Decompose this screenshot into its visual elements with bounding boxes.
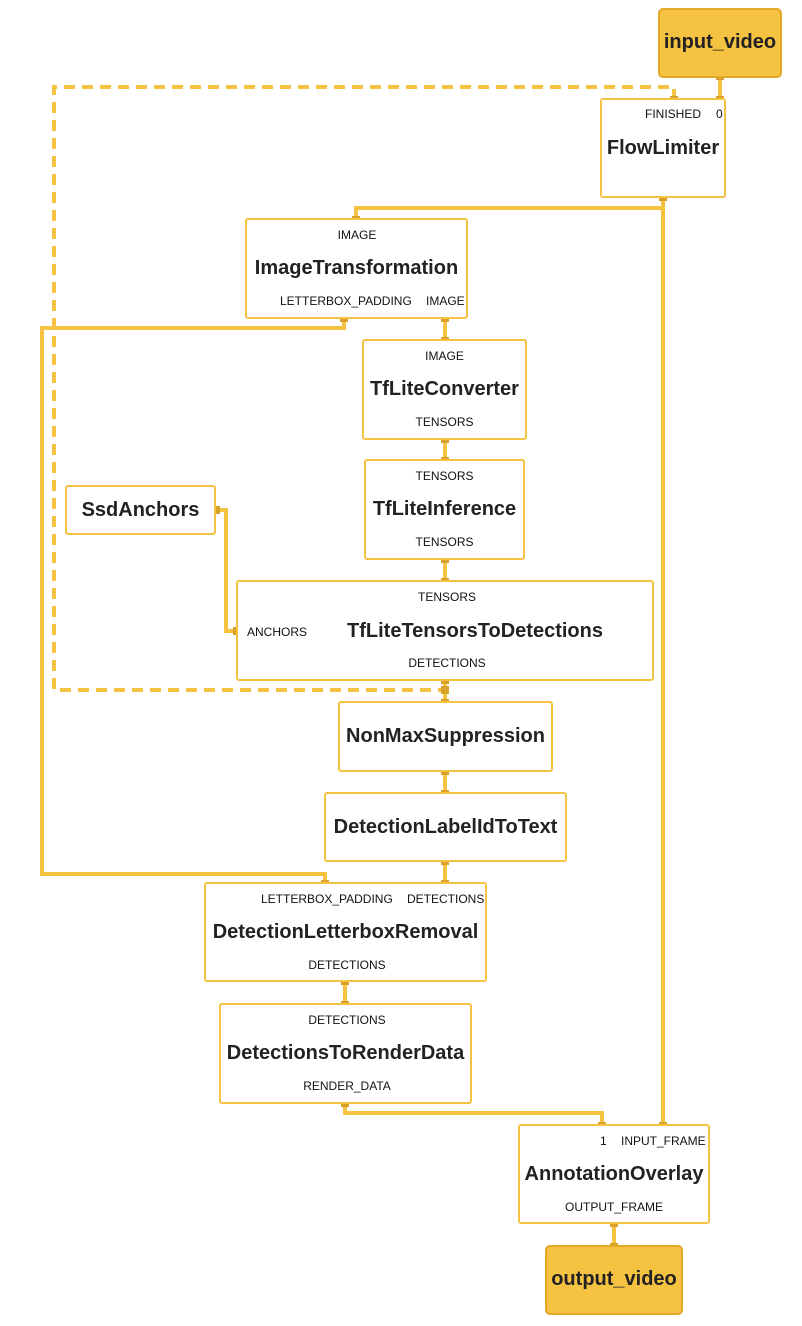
port-square [212, 506, 220, 514]
node-title: TfLiteInference [372, 498, 517, 520]
port-label-detections: DETECTIONS [308, 1013, 386, 1027]
port-label-input-frame: INPUT_FRAME [621, 1134, 706, 1148]
port-label-0: 0 [716, 107, 723, 121]
port-label-tensors-out: TENSORS [415, 535, 474, 549]
node-title: ImageTransformation [254, 257, 459, 279]
node-non-max-suppression[interactable]: NonMaxSuppression [338, 701, 553, 772]
port-label-detections: DETECTIONS [408, 656, 486, 670]
node-tflite-converter[interactable]: IMAGE TfLiteConverter TENSORS [362, 339, 527, 440]
node-input-video[interactable]: input_video [658, 8, 782, 78]
node-image-transformation[interactable]: IMAGE ImageTransformation LETTERBOX_PADD… [245, 218, 468, 319]
node-title: input_video [663, 31, 777, 53]
port-square [441, 686, 449, 694]
node-to-render-data[interactable]: DETECTIONS DetectionsToRenderData RENDER… [219, 1003, 472, 1104]
node-title: TfLiteConverter [370, 378, 519, 400]
node-label-id-to-text[interactable]: DetectionLabelIdToText [324, 792, 567, 862]
node-flow-limiter[interactable]: FINISHED 0 FlowLimiter [600, 98, 726, 198]
port-label-render-data: RENDER_DATA [303, 1079, 391, 1093]
node-title: DetectionLabelIdToText [333, 816, 558, 838]
node-tensors-to-detections[interactable]: TENSORS ANCHORS TfLiteTensorsToDetection… [236, 580, 654, 681]
port-label-image: IMAGE [425, 349, 464, 363]
edge-renderdata-to-overlay [343, 1103, 604, 1126]
node-output-video[interactable]: output_video [545, 1245, 683, 1315]
node-title: DetectionLetterboxRemoval [212, 921, 479, 943]
edge-letterbox-to-removal [40, 318, 346, 884]
port-label-tensors: TENSORS [417, 590, 476, 604]
node-title: output_video [551, 1268, 677, 1290]
node-tflite-inference[interactable]: TENSORS TfLiteInference TENSORS [364, 459, 525, 560]
node-title: AnnotationOverlay [524, 1163, 704, 1185]
edge-anchors-to-detections [216, 508, 237, 633]
port-label-letterbox-padding: LETTERBOX_PADDING [261, 892, 393, 906]
port-label-image-in: IMAGE [337, 228, 377, 242]
port-label-image-out: IMAGE [426, 294, 465, 308]
edge-flowlimiter-to-imagetransform [354, 197, 665, 220]
port-label-detections-out: DETECTIONS [308, 958, 386, 972]
port-label-tensors: TENSORS [415, 415, 474, 429]
port-label-tensors-in: TENSORS [415, 469, 474, 483]
port-label-anchors: ANCHORS [247, 625, 308, 639]
node-title: FlowLimiter [606, 137, 720, 159]
port-label-letterbox-padding: LETTERBOX_PADDING [280, 294, 412, 308]
port-label-output-frame: OUTPUT_FRAME [564, 1200, 663, 1214]
port-label-detections-in: DETECTIONS [407, 892, 485, 906]
node-title: TfLiteTensorsToDetections [347, 620, 603, 642]
node-title: DetectionsToRenderData [226, 1042, 465, 1064]
node-annotation-overlay[interactable]: 1 INPUT_FRAME AnnotationOverlay OUTPUT_F… [518, 1124, 710, 1224]
node-title: SsdAnchors [81, 499, 200, 521]
edge-finished-loop [52, 85, 676, 692]
port-label-1: 1 [600, 1134, 607, 1148]
node-letterbox-removal[interactable]: LETTERBOX_PADDING DETECTIONS DetectionLe… [204, 882, 487, 982]
node-ssd-anchors[interactable]: SsdAnchors [65, 485, 216, 535]
port-label-finished: FINISHED [645, 107, 702, 121]
node-title: NonMaxSuppression [346, 725, 545, 747]
